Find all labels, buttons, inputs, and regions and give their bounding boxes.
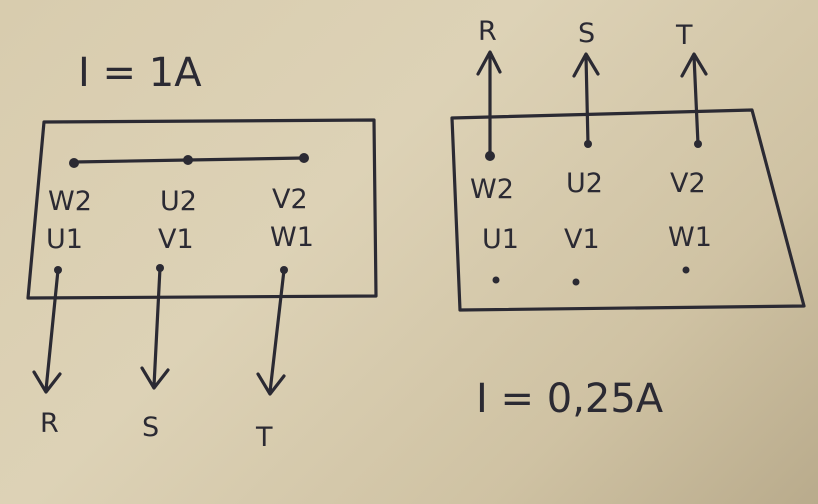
phase-label: T <box>255 422 273 453</box>
terminal-dot <box>485 151 495 161</box>
left-terminal-box <box>26 118 378 300</box>
arrow-up-icon <box>572 52 600 146</box>
terminal-dot <box>584 140 592 148</box>
terminal-label: U1 <box>46 224 83 255</box>
arrow-up-icon <box>680 52 708 146</box>
terminal-label: V2 <box>670 168 706 199</box>
terminal-label: W2 <box>48 186 92 217</box>
phase-label: R <box>478 16 497 47</box>
terminal-dot <box>183 155 193 165</box>
left-diagram-star-connection: I = 1A W2 U2 V2 U1 V1 W1 R S T <box>26 50 378 453</box>
terminal-label: W1 <box>668 222 712 253</box>
terminal-dot <box>299 153 309 163</box>
terminal-label: V1 <box>158 224 194 255</box>
terminal-dot <box>572 278 580 286</box>
arrow-down-icon <box>256 268 286 396</box>
terminal-label: W1 <box>270 222 314 253</box>
phase-label: S <box>578 18 595 49</box>
terminal-label: U2 <box>566 168 603 199</box>
terminal-label: V2 <box>272 184 308 215</box>
left-current-label: I = 1A <box>78 50 202 96</box>
terminal-dot <box>69 158 79 168</box>
arrow-down-icon <box>32 268 62 394</box>
terminal-dot <box>682 266 690 274</box>
terminal-label: W2 <box>470 174 514 205</box>
terminal-dot <box>492 276 500 284</box>
terminal-label: U1 <box>482 224 519 255</box>
terminal-label: V1 <box>564 224 600 255</box>
phase-label: S <box>142 412 159 443</box>
right-current-label: I = 0,25A <box>476 376 664 422</box>
phase-label: T <box>675 20 693 51</box>
arrow-up-icon <box>476 50 502 158</box>
right-diagram-delta-connection: R S T W2 U2 V2 U1 V1 W1 I = 0,25A <box>450 16 806 422</box>
phase-label: R <box>40 408 59 439</box>
terminal-dot <box>694 140 702 148</box>
right-terminal-box <box>450 108 806 312</box>
terminal-label: U2 <box>160 186 197 217</box>
arrow-down-icon <box>140 266 170 390</box>
